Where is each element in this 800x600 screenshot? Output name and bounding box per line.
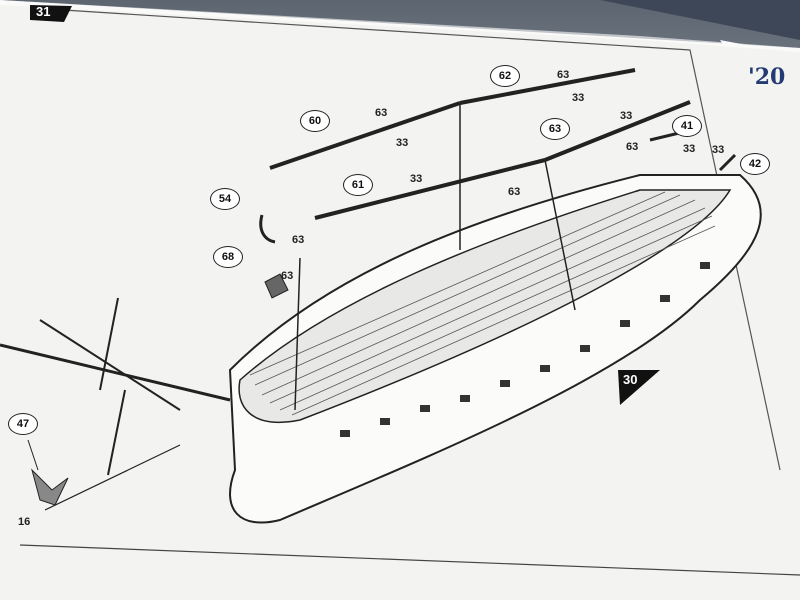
ref-68: 68 [213,246,243,268]
label-63-a: 63 [557,69,570,81]
label-16: 16 [18,516,31,528]
ref-42: 42 [740,153,770,175]
label-63-e: 63 [292,234,305,246]
step-31-label: 31 [36,4,51,19]
step-30-label: 30 [623,372,638,387]
yard-63 [544,100,691,162]
step-tag-30 [618,370,660,405]
label-63-b: 63 [375,107,388,119]
ref-62: 62 [490,65,520,87]
label-33-b: 33 [396,137,409,149]
deck-planks [249,191,716,416]
frame-line [31,7,781,471]
ref-60: 60 [300,110,330,132]
yard-60 [269,101,461,170]
label-63-f: 63 [281,270,294,282]
background-box [600,0,800,40]
step-tag-31 [30,5,72,22]
label-63-c: 63 [626,141,639,153]
yard-61 [314,158,546,220]
part-68 [264,273,289,299]
ref-54: 54 [210,188,240,210]
ship-deck [238,189,732,423]
ref-61: 61 [343,174,373,196]
part-54 [259,214,276,244]
label-63-d: 63 [508,186,521,198]
label-33-f: 33 [410,173,423,185]
figurehead-guide [44,444,181,511]
mast-guide-bow [294,257,301,411]
book-title-fragment: '20 [748,64,786,90]
ref-47: 47 [8,413,38,435]
label-33-c: 33 [620,110,633,122]
label-33-d: 33 [683,143,696,155]
label-33-a: 33 [572,92,585,104]
mast-guide-fore [544,159,576,311]
ref-41: 41 [672,115,702,137]
yard-62 [459,68,636,105]
jib-boom [99,297,119,391]
gun-ports [340,262,710,437]
label-33-e: 33 [712,144,725,156]
part-47-figurehead [31,468,69,506]
ref-63: 63 [540,118,570,140]
frame-bottom-line [19,544,800,576]
yard-42 [718,153,737,172]
bowsprit [0,343,231,402]
